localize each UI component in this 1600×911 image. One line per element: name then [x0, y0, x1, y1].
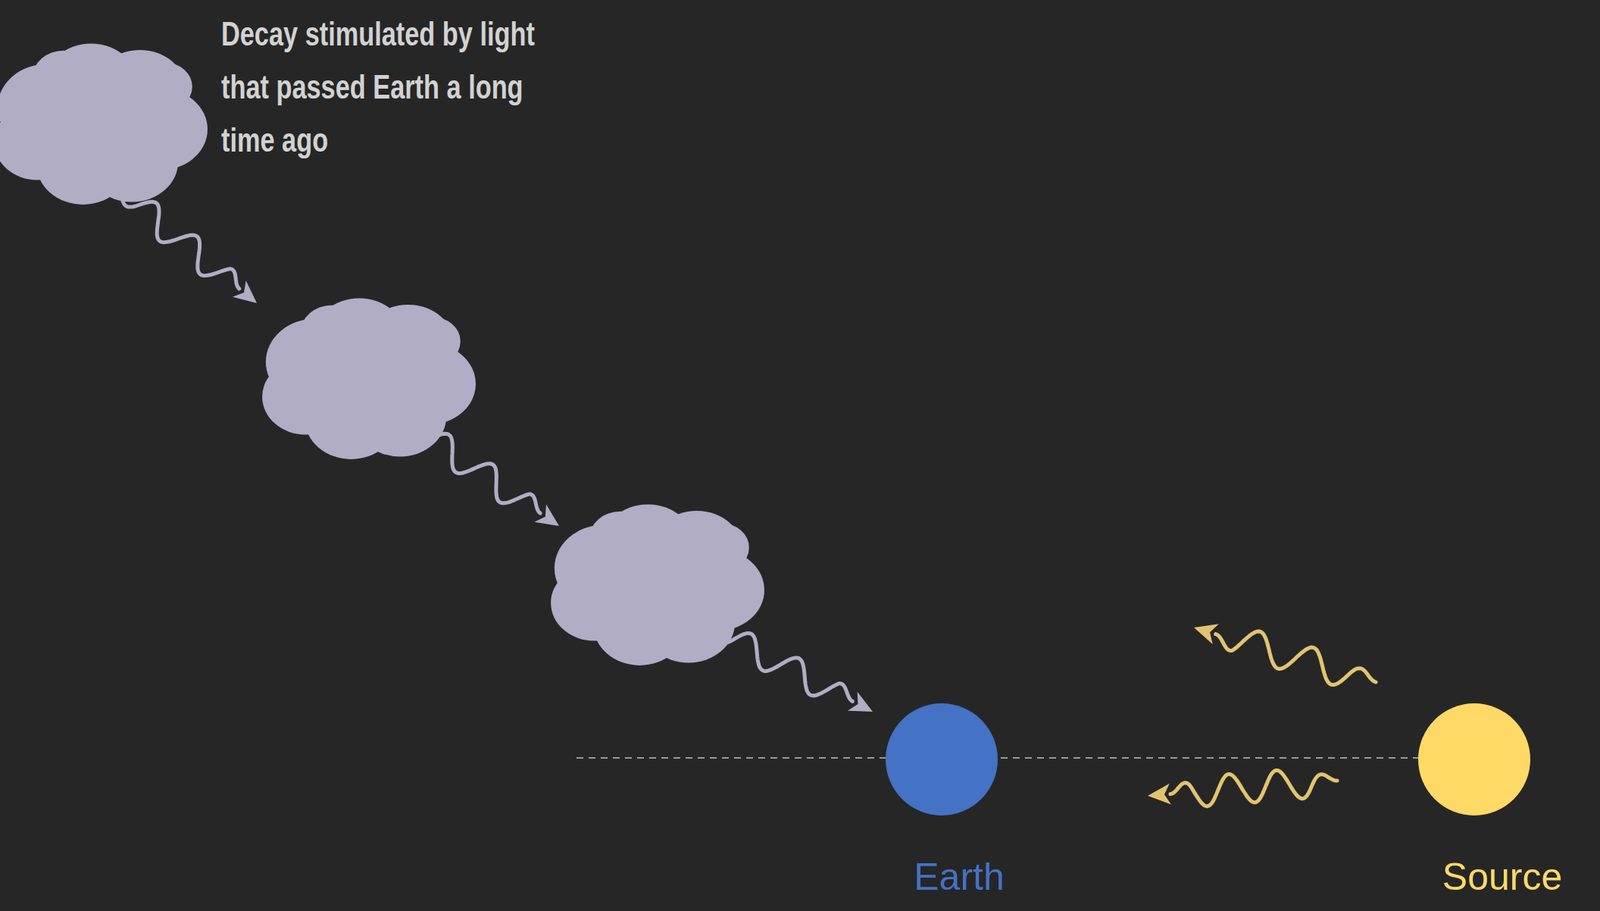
planet-disc — [885, 703, 998, 816]
wave-stroke — [1170, 769, 1338, 806]
planet-label: Earth — [913, 857, 1005, 896]
wave-group — [117, 188, 1376, 807]
arrow-head — [534, 504, 560, 526]
arrow-head — [1147, 783, 1172, 805]
cloud-group — [0, 43, 765, 666]
planet-label: Source — [1442, 857, 1563, 896]
planet-node: Source — [1418, 703, 1531, 816]
arrow-head — [1193, 623, 1219, 644]
wave-stroke — [1215, 631, 1376, 685]
planet-node: Earth — [885, 703, 998, 816]
planet-disc — [1418, 703, 1531, 816]
cloud — [0, 43, 208, 204]
arrow-head — [847, 691, 873, 712]
wave-stroke — [709, 627, 853, 701]
note-text: Decay stimulated by light that passed Ea… — [221, 7, 576, 167]
wave-stroke — [408, 423, 541, 513]
arrow-head — [232, 280, 257, 304]
wave-stroke — [117, 188, 240, 289]
